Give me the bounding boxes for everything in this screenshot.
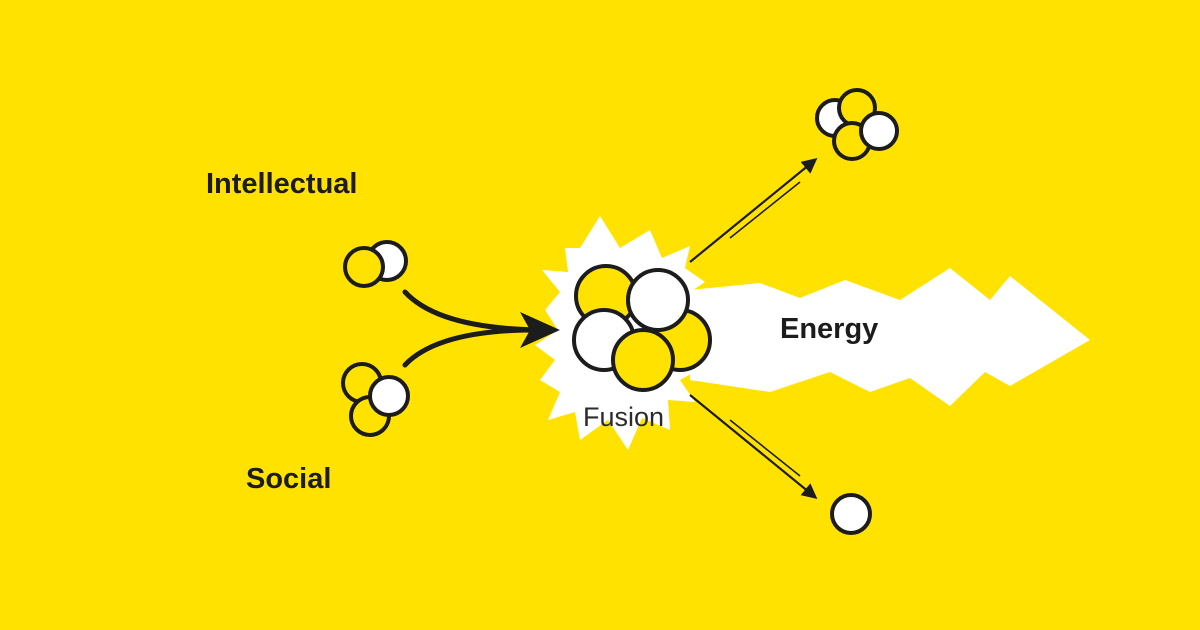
product-lower-arrow-double (729, 419, 801, 477)
social-input-arrow (402, 327, 551, 368)
product-upper-arrow (689, 158, 818, 263)
intellectual-label: Intellectual (206, 168, 358, 200)
four-particle-icon (815, 88, 899, 161)
single-particle-icon (830, 493, 872, 535)
three-particle-icon (341, 362, 410, 437)
energy-arrow (690, 268, 1090, 406)
nucleus-icon (572, 264, 712, 392)
social-label: Social (246, 463, 332, 495)
intellectual-input-arrow (402, 289, 551, 333)
merge-arrowhead (520, 312, 560, 348)
energy-label: Energy (780, 313, 879, 345)
product-upper-arrow-double (729, 181, 801, 239)
fusion-label: Fusion (583, 402, 665, 432)
two-particle-icon (343, 240, 408, 288)
product-lower-arrow (689, 394, 818, 499)
